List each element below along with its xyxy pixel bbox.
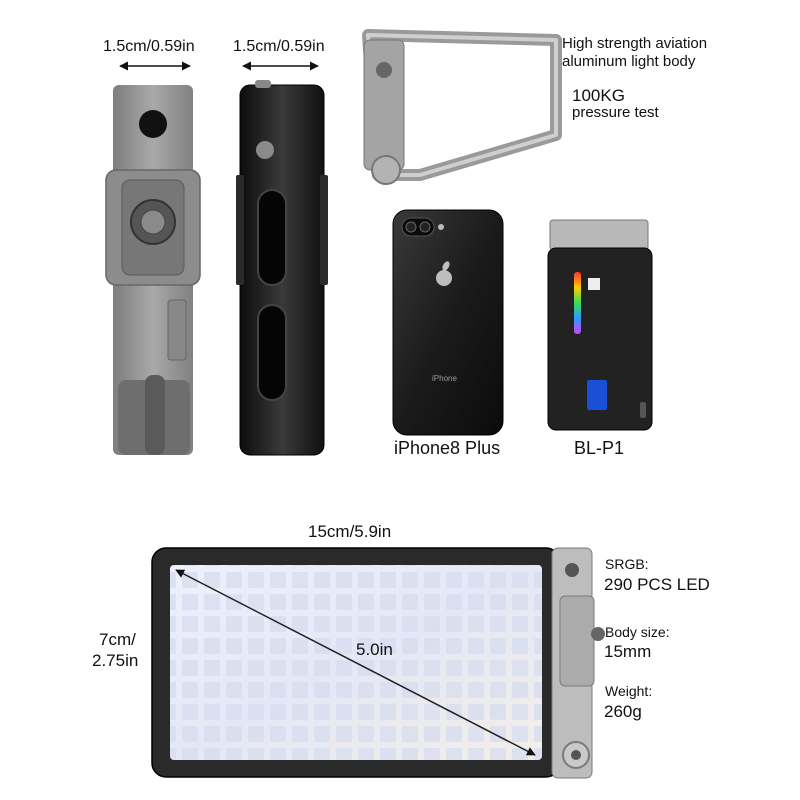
panel-width-label: 15cm/5.9in	[308, 522, 392, 541]
back-width-label: 1.5cm/0.59in	[233, 38, 325, 55]
weight-value: 260g	[604, 702, 642, 721]
diagonal-label: 5.0in	[356, 640, 393, 659]
srgb-value: 290 PCS LED	[604, 575, 710, 594]
phone-engraving: iPhone	[432, 374, 457, 383]
aluminum-frame	[362, 29, 562, 185]
srgb-label: SRGB:	[605, 556, 649, 572]
bl-p1-light-small	[547, 219, 653, 431]
panel-height-line2: 2.75in	[92, 651, 139, 670]
side-width-label: 1.5cm/0.59in	[103, 38, 195, 55]
frame-text-line1: High strength aviation	[562, 35, 708, 52]
light-caption: BL-P1	[574, 438, 625, 458]
pressure-weight-label: 100KG	[572, 86, 625, 105]
body-size-value: 15mm	[604, 642, 652, 661]
side-bracket	[551, 547, 605, 779]
phone-caption: iPhone8 Plus	[394, 438, 501, 458]
side-view-aluminum	[105, 85, 201, 455]
body-size-label: Body size:	[605, 624, 670, 640]
diagonal-arrow	[175, 569, 536, 756]
main-light-panel	[151, 547, 605, 779]
pressure-test-label: pressure test	[572, 104, 659, 121]
panel-height-line1: 7cm/	[99, 630, 136, 649]
weight-label: Weight:	[605, 683, 653, 699]
frame-text-line2: aluminum light body	[562, 53, 696, 70]
back-view-black	[236, 80, 328, 456]
iphone-8-plus	[392, 209, 504, 436]
apple-logo-icon	[436, 261, 452, 286]
